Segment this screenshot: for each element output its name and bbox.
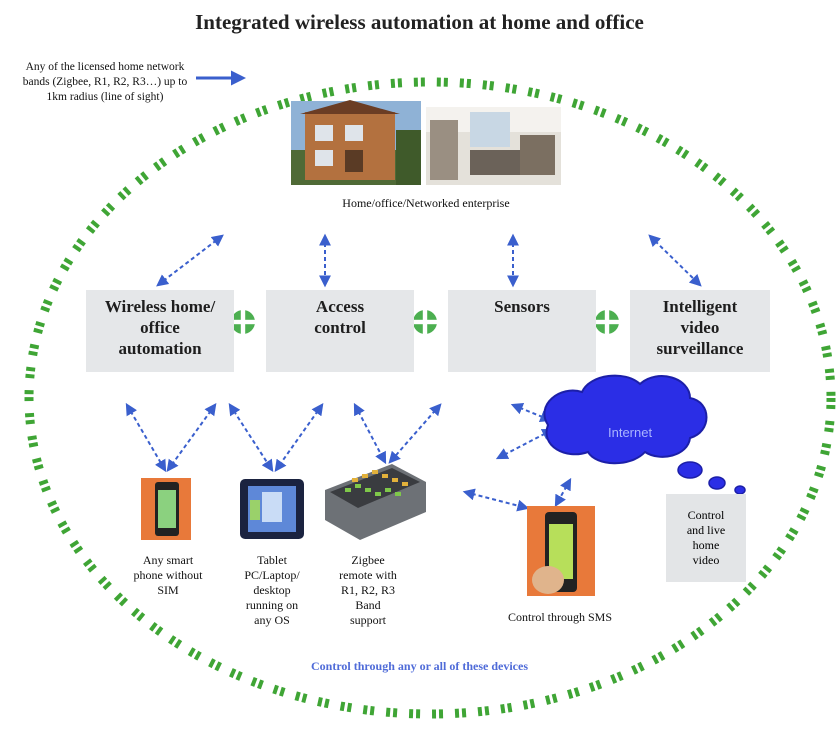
house-photo xyxy=(291,100,421,185)
thought-bubble xyxy=(708,476,726,490)
enterprise-caption: Home/office/Networked enterprise xyxy=(342,196,510,210)
thought-bubble xyxy=(677,461,703,479)
connector-icon xyxy=(413,310,437,334)
internet-cloud: Internet xyxy=(543,374,746,495)
module-label: Sensors xyxy=(494,297,550,316)
tablet-image xyxy=(240,479,304,539)
coverage-ring xyxy=(24,77,836,719)
sms-phone-image xyxy=(527,506,595,596)
module-label: Access control xyxy=(314,297,366,337)
device-links xyxy=(125,402,572,512)
module-wireless-automation: Wireless home/ office automation xyxy=(86,290,234,372)
diagram-title: Integrated wireless automation at home a… xyxy=(195,10,644,34)
footer-caption: Control through any or all of these devi… xyxy=(310,659,528,673)
zigbee-remote-image xyxy=(325,464,426,540)
module-label: Wireless home/ office automation xyxy=(104,297,216,358)
module-label: Intelligent video surveillance xyxy=(656,297,744,358)
connector-icon xyxy=(231,310,255,334)
connector-icon xyxy=(595,310,619,334)
device-caption-tablet: Tablet PC/Laptop/ desktop running on any… xyxy=(244,553,300,627)
enterprise-links xyxy=(156,233,702,288)
range-note: Any of the licensed home network bands (… xyxy=(22,61,188,103)
module-video-surveillance: Intelligent video surveillance xyxy=(630,290,770,372)
live-video-box: Control and live home video xyxy=(666,494,746,582)
thought-bubble xyxy=(734,485,746,495)
module-sensors: Sensors xyxy=(448,290,596,372)
office-photo xyxy=(426,107,561,185)
link-enterprise-video xyxy=(648,234,702,287)
link-enterprise-automation xyxy=(156,234,224,287)
connector-icons xyxy=(231,310,619,334)
smartphone-image xyxy=(141,478,191,540)
cloud-label: Internet xyxy=(608,425,652,440)
device-caption-smartphone: Any smart phone without SIM xyxy=(133,553,203,597)
device-caption-zigbee-remote: Zigbee remote with R1, R2, R3 Band suppo… xyxy=(339,553,397,627)
device-caption-sms: Control through SMS xyxy=(507,610,612,624)
module-access-control: Access control xyxy=(266,290,414,372)
